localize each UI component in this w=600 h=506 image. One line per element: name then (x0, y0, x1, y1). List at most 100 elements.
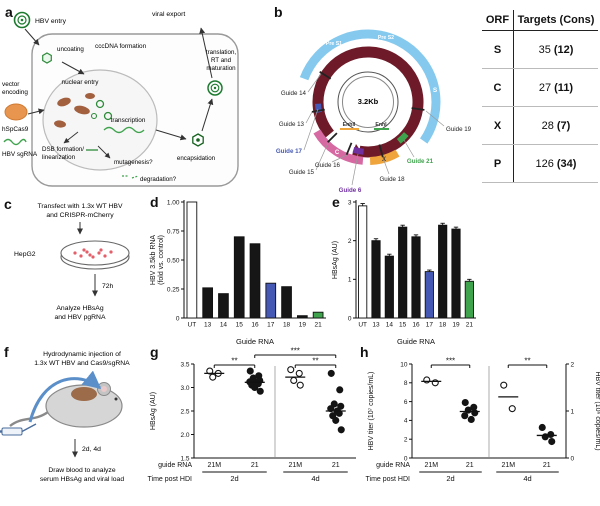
data-point (209, 373, 217, 381)
transfect-label-line2: and CRISPR-mCherry (46, 212, 114, 219)
data-point (251, 383, 259, 392)
data-point (337, 402, 345, 410)
panel-a-hbv-lifecycle-diagram: HBV entry viral export uncoating cccDNA … (2, 11, 239, 187)
data-point (336, 386, 344, 394)
bar-21 (464, 280, 474, 319)
pre-s1-label: Pre S1 (326, 41, 342, 47)
svg-text:21: 21 (332, 462, 340, 469)
data-point (431, 379, 439, 387)
svg-text:0: 0 (404, 455, 408, 462)
significance-label: *** (291, 347, 300, 356)
viral-export-label: viral export (152, 11, 185, 18)
analyze-label-line2: and HBV pgRNA (54, 314, 105, 321)
svg-text:21M: 21M (424, 462, 438, 469)
liver-icon (71, 387, 97, 401)
bar-14 (384, 255, 394, 319)
data-point (464, 406, 472, 414)
arrow (201, 98, 214, 132)
rna-squiggle-icon (103, 126, 145, 134)
guide-6-label: Guide 6 (339, 187, 362, 194)
svg-text:guide RNA: guide RNA (376, 462, 410, 469)
capsid-icon (42, 52, 52, 64)
vector-encoding-label-line2: encoding (2, 89, 28, 96)
svg-text:19: 19 (452, 322, 460, 329)
orf-target-table: ORF Targets(Cons) S 35(12) C 27(11) X 28… (482, 10, 598, 183)
mouse-icon (9, 382, 123, 428)
hspcas9-label: hSpCas9 (2, 126, 29, 133)
svg-text:4: 4 (404, 418, 408, 425)
svg-text:2d: 2d (446, 474, 454, 483)
arrow (199, 27, 213, 79)
svg-text:HBV titer (10⁶ copies/mL): HBV titer (10⁶ copies/mL) (594, 371, 600, 450)
data-point (467, 415, 475, 424)
svg-text:2: 2 (348, 238, 352, 245)
svg-text:0.25: 0.25 (167, 286, 180, 293)
guide-14-label: Guide 14 (281, 90, 307, 97)
guide-site-ticks (311, 71, 425, 158)
bar-15 (233, 236, 245, 319)
guide-17-label: Guide 17 (276, 148, 303, 155)
significance-label: ** (231, 357, 237, 366)
transfect-label-line1: Transfect with 1.3x WT HBV (38, 203, 123, 210)
svg-text:guide RNA: guide RNA (158, 462, 192, 469)
data-point (508, 405, 516, 413)
table-row-c: C 27(11) (482, 69, 598, 107)
orf-c-arc (313, 129, 364, 165)
degraded-dna-icon (122, 175, 139, 179)
bar-13 (202, 287, 214, 319)
data-point (541, 433, 549, 441)
guide-21-label: Guide 21 (407, 158, 434, 165)
draw-blood-label-line2: serum HBsAg and viral load (40, 476, 124, 483)
arrow (97, 145, 111, 159)
panel-label-b: b (274, 4, 283, 20)
panel-label-g: g (150, 344, 159, 360)
svg-text:1.00: 1.00 (167, 199, 180, 206)
data-point (500, 381, 508, 389)
time-2d-4d-label: 2d, 4d (82, 446, 101, 453)
bar-17 (265, 282, 277, 319)
svg-text:UT: UT (188, 322, 197, 329)
guide-13-label: Guide 13 (279, 121, 305, 128)
data-point (548, 438, 556, 446)
bar-16 (411, 236, 421, 319)
svg-text:UT: UT (358, 322, 367, 329)
svg-text:(fold vs. control): (fold vs. control) (158, 235, 165, 285)
guide-6-site-marker (352, 146, 364, 155)
hepg2-label: HepG2 (14, 251, 36, 258)
cas9-protein-icon (4, 103, 28, 121)
table-row-s: S 35(12) (482, 31, 598, 69)
svg-text:15: 15 (399, 322, 407, 329)
data-point (471, 409, 479, 417)
cccdna-formation-label: cccDNA formation (95, 43, 147, 50)
data-point (337, 426, 345, 434)
data-point (295, 369, 303, 377)
svg-text:1.5: 1.5 (180, 455, 189, 462)
hdi-label-line1: Hydrodynamic injection of (43, 351, 121, 358)
svg-text:Time post HDI: Time post HDI (366, 476, 411, 483)
data-point (256, 387, 264, 395)
panel-f-mouse-workflow: Hydrodynamic injection of 1.3x WT HBV an… (0, 351, 130, 483)
bar-18 (438, 224, 448, 319)
svg-text:HBsAg (AU): HBsAg (AU) (332, 241, 339, 279)
svg-text:4d: 4d (311, 474, 319, 483)
data-point (332, 416, 340, 424)
analyze-label-line1: Analyze HBsAg (56, 305, 103, 312)
hbv-virion-icon (13, 11, 31, 29)
hbv-virion-icon (207, 80, 223, 96)
guide-17-site-marker (315, 103, 323, 114)
svg-text:15: 15 (236, 322, 244, 329)
bar-19 (296, 315, 308, 319)
svg-text:21: 21 (314, 322, 322, 329)
guide-19-label: Guide 19 (446, 126, 472, 133)
hdi-label-line2: 1.3x WT HBV and Cas9/sgRNA (34, 360, 130, 367)
svg-text:21: 21 (466, 462, 474, 469)
table-header-targets: Targets(Cons) (517, 14, 595, 26)
significance-label: ** (312, 357, 318, 366)
svg-text:3: 3 (348, 199, 352, 206)
data-point (290, 376, 298, 385)
translation-label-line1: translation, (206, 49, 237, 56)
enh1-label: EnhI (375, 122, 387, 128)
